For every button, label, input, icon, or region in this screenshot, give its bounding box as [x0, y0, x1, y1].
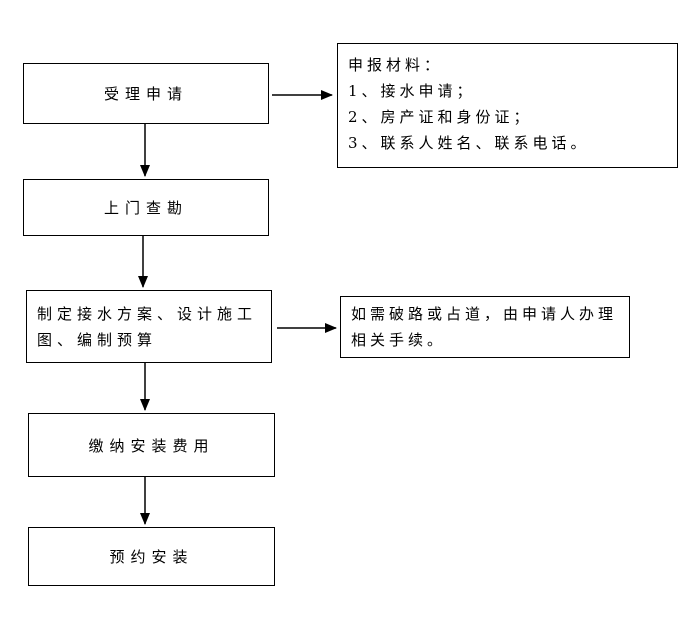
- note-line: 2、房产证和身份证；: [348, 108, 533, 126]
- flow-step-label-line: 图、编制预算: [37, 330, 158, 349]
- note-road-permit: 如需破路或占道，由申请人办理 相关手续。: [340, 296, 630, 358]
- flow-step-label-line: 制定接水方案、设计施工: [37, 304, 258, 323]
- flow-step-accept-application: 受理申请: [23, 63, 269, 124]
- note-line: 如需破路或占道，由申请人办理: [351, 305, 618, 323]
- note-line: 1、接水申请；: [348, 82, 476, 100]
- flow-step-site-survey: 上门查勘: [23, 179, 269, 236]
- note-application-materials: 申报材料： 1、接水申请； 2、房产证和身份证； 3、联系人姓名、联系电话。: [337, 43, 678, 168]
- flow-step-plan-design-budget: 制定接水方案、设计施工 图、编制预算: [26, 290, 272, 363]
- flow-step-label: 上门查勘: [103, 199, 188, 217]
- flow-step-label: 缴纳安装费用: [88, 436, 215, 455]
- flow-step-label: 预约安装: [109, 548, 194, 566]
- note-line: 申报材料：: [348, 56, 444, 74]
- flow-step-pay-installation-fee: 缴纳安装费用: [28, 413, 275, 477]
- flow-step-label: 受理申请: [103, 85, 188, 103]
- flow-step-schedule-installation: 预约安装: [28, 527, 275, 586]
- note-line: 3、联系人姓名、联系电话。: [348, 134, 590, 152]
- note-line: 相关手续。: [351, 331, 447, 349]
